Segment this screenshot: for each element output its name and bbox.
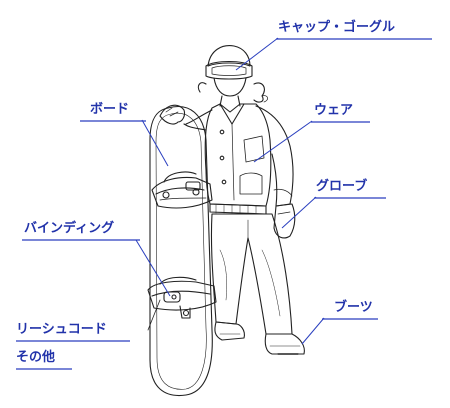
- leader-cap-goggles: [235, 37, 279, 71]
- leash-cord: [147, 299, 161, 331]
- left-boot: [214, 321, 245, 341]
- left-hand: [159, 104, 186, 125]
- jacket: [204, 103, 272, 207]
- cap: [207, 45, 251, 67]
- label-leash-cord: リーシュコード: [16, 322, 107, 337]
- person: [183, 45, 305, 355]
- glove: [273, 203, 296, 239]
- label-other: その他: [16, 350, 56, 365]
- right-boot: [264, 333, 305, 355]
- leader-lines: [135, 37, 325, 345]
- label-cap-goggles: キャップ・ゴーグル: [278, 20, 396, 35]
- leader-bindings: [135, 239, 171, 297]
- leader-gloves: [281, 196, 317, 229]
- label-boots: ブーツ: [334, 300, 373, 315]
- lower-binding: [147, 276, 217, 319]
- label-bindings: バインディング: [24, 221, 115, 236]
- leader-board: [141, 119, 169, 167]
- label-wear: ウェア: [314, 103, 354, 118]
- snowboard-outline: [149, 106, 213, 397]
- label-board: ボード: [90, 102, 130, 117]
- label-underlines: [16, 38, 432, 370]
- upper-binding: [151, 171, 213, 209]
- leader-boots: [301, 317, 325, 345]
- label-gloves: グローブ: [316, 179, 368, 194]
- right-arm: [255, 105, 294, 207]
- leader-wear: [253, 120, 313, 163]
- hood-fur: [197, 82, 265, 103]
- snowboard-inner-edge: [155, 112, 207, 390]
- snowboard: [149, 104, 213, 397]
